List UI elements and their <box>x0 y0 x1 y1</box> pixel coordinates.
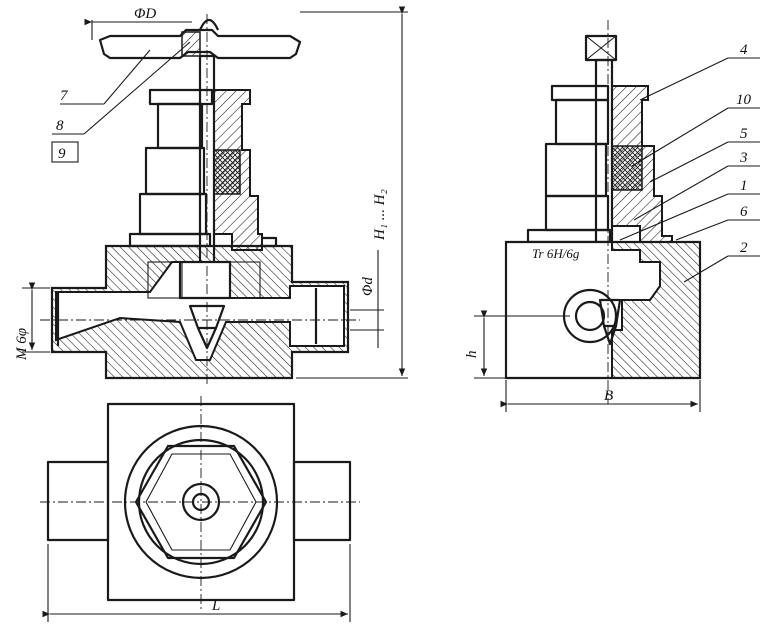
center-height-label: h <box>464 351 480 359</box>
top-dimensions: L <box>42 544 351 622</box>
side-callouts: 4 10 5 3 1 6 2 <box>619 42 760 283</box>
width-label: B <box>604 388 613 404</box>
front-section-view <box>40 14 360 384</box>
top-view <box>40 396 360 610</box>
side-body-section <box>611 241 701 379</box>
side-section-view: Tr 6H/6g <box>504 20 702 404</box>
side-dimensions: h B <box>464 310 701 412</box>
callout-3: 3 <box>739 150 748 166</box>
handwheel-diameter-label: ΦD <box>134 6 156 22</box>
callout-5: 5 <box>740 126 748 142</box>
front-callouts: 7 8 9 <box>51 41 191 163</box>
callout-4: 4 <box>740 42 748 58</box>
length-label: L <box>211 598 220 614</box>
stem-thread-label: Tr 6H/6g <box>532 246 580 261</box>
side-packing <box>611 145 643 191</box>
port-diameter-label: Φd <box>360 277 376 296</box>
height-range-label: H₁ ... H₂ <box>372 189 388 241</box>
front-dimensions: ΦD H₁ ... H₂ Φd M 6φ <box>14 6 408 379</box>
callout-8: 8 <box>56 118 64 134</box>
packing <box>213 149 241 195</box>
callout-2: 2 <box>740 240 748 256</box>
callout-6: 6 <box>740 204 748 220</box>
callout-10: 10 <box>736 92 752 108</box>
thread-label: M 6φ <box>14 328 30 361</box>
callout-9: 9 <box>58 146 66 162</box>
callout-7: 7 <box>60 88 69 104</box>
callout-1: 1 <box>740 178 748 194</box>
